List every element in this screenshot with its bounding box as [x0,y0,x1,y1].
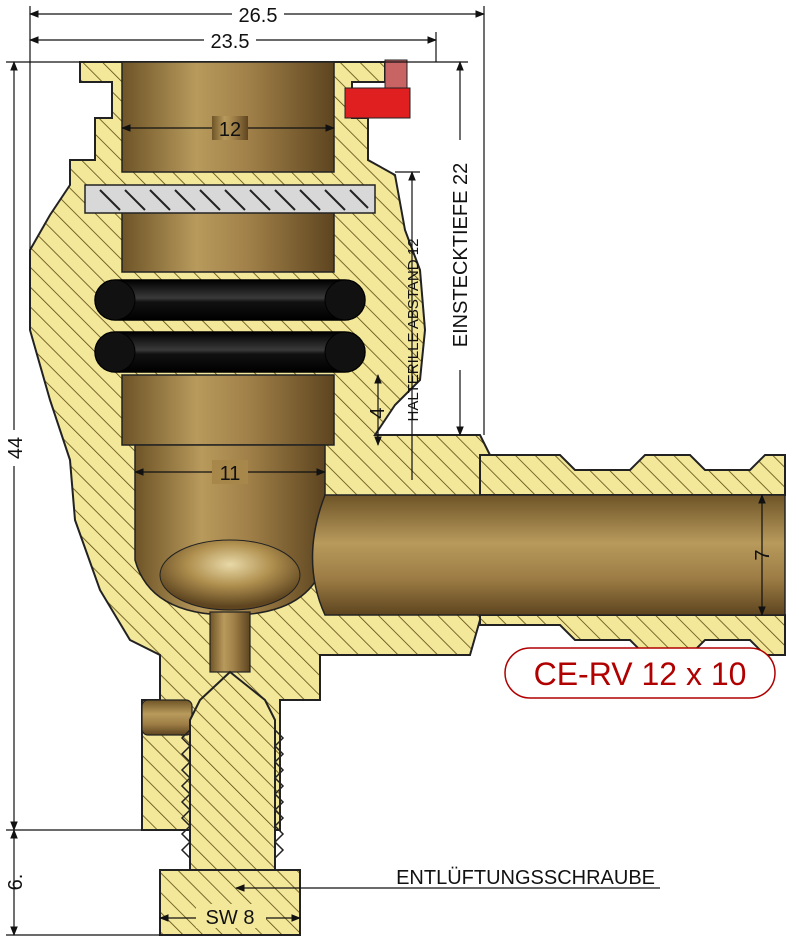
vent-screw [159,670,301,936]
screw-head [159,869,301,936]
outlet-barb [479,454,786,496]
collet-ring [84,184,376,214]
screw-shaft [189,670,276,871]
dim-text-26-5: 26.5 [239,5,278,27]
red-marker [344,59,411,119]
bore-middle [121,209,335,273]
o-ring-upper-right [324,279,366,321]
side-vent [141,699,193,736]
red-marker-light [384,59,408,89]
dim-text-retainer-distance: HALTERILLE ABSTAND 12 [405,239,422,422]
screw-threads [180,729,285,859]
o-ring-lower-left [94,331,136,373]
inner-bore [121,61,786,736]
dimension-lines [6,6,766,936]
dim-text-4: 4 [367,407,389,418]
red-marker-dark [344,87,411,119]
vent-screw-label: ENTLÜFTUNGSSCHRAUBE [396,867,655,889]
bore-lower [121,374,335,446]
dim-text-insertion-depth: EINSTECKTIEFE 22 [450,163,472,348]
outlet-bore [311,494,786,616]
collet-band [84,184,376,214]
dim-text-11: 11 [220,463,241,485]
dim-text-12: 12 [219,119,241,141]
product-label: CE-RV 12 x 10 [534,656,747,692]
dimension-texts: 26.5 23.5 12 11 44 6. EINSTECKTIEFE 22 H… [2,2,774,929]
product-label-frame [504,647,776,699]
vent-channel [209,611,251,673]
o-ring-lower-right [324,331,366,373]
dim-text-6: 6. [5,874,27,891]
dim-text-44: 44 [5,437,27,459]
o-rings [94,279,366,373]
dim-text-sw8: SW 8 [206,907,255,929]
dim-text-23-5: 23.5 [211,31,250,53]
collet-teeth [99,189,369,211]
bore-dome [159,539,301,611]
dim-text-7: 7 [752,549,774,560]
o-ring-upper-left [94,279,136,321]
